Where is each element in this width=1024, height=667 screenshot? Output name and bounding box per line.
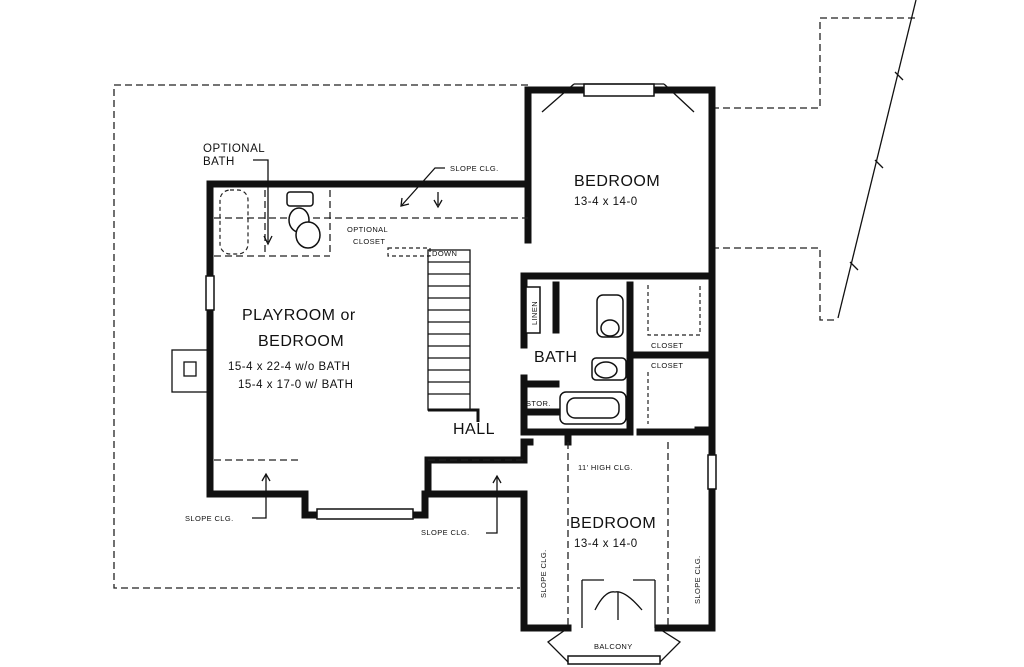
balcony-label: BALCONY [594,642,633,651]
closets [647,285,701,424]
playroom-name-1: PLAYROOM or [242,307,356,324]
bath-fixtures [525,286,627,425]
closet-label-lower: CLOSET [651,361,683,370]
roof-outline [113,0,917,589]
bath-name: BATH [534,349,577,366]
windows [205,83,717,520]
optional-closet-label-2: CLOSET [353,237,385,246]
closet-label-upper: CLOSET [651,341,683,350]
bedroom-bottom-size: 13-4 x 14-0 [574,538,638,550]
playroom-size-without-bath: 15-4 x 22-4 w/o BATH [228,361,350,373]
slope-clg-label-top: SLOPE CLG. [450,164,499,173]
pointer-arrows [252,159,502,534]
bedroom-bottom-name: BEDROOM [570,515,656,532]
hall-name: HALL [453,421,495,438]
optional-closet-label-1: OPTIONAL [347,225,388,234]
slope-clg-label-left: SLOPE CLG. [185,514,234,523]
slope-clg-label-vertical-right: SLOPE CLG. [693,555,702,604]
bedroom-top-size: 13-4 x 14-0 [574,196,638,208]
playroom-size-with-bath: 15-4 x 17-0 w/ BATH [238,379,353,391]
bedroom-top-name: BEDROOM [574,173,660,190]
stair [427,249,480,422]
down-label: DOWN [432,249,457,258]
optional-bath-label-2: BATH [203,156,235,168]
slope-clg-label-vertical-left: SLOPE CLG. [539,549,548,598]
optional-bath-label-1: OPTIONAL [203,143,265,155]
playroom-name-2: BEDROOM [258,333,344,350]
slope-clg-label-bottom: SLOPE CLG. [421,528,470,537]
linen-label: LINEN [530,301,539,325]
bottom-bedroom-details [214,442,682,665]
chimney [171,349,211,393]
stor-label: STOR. [526,399,551,408]
high-clg-label: 11' HIGH CLG. [578,463,633,472]
optional-bath [214,189,528,257]
walls [206,86,716,632]
